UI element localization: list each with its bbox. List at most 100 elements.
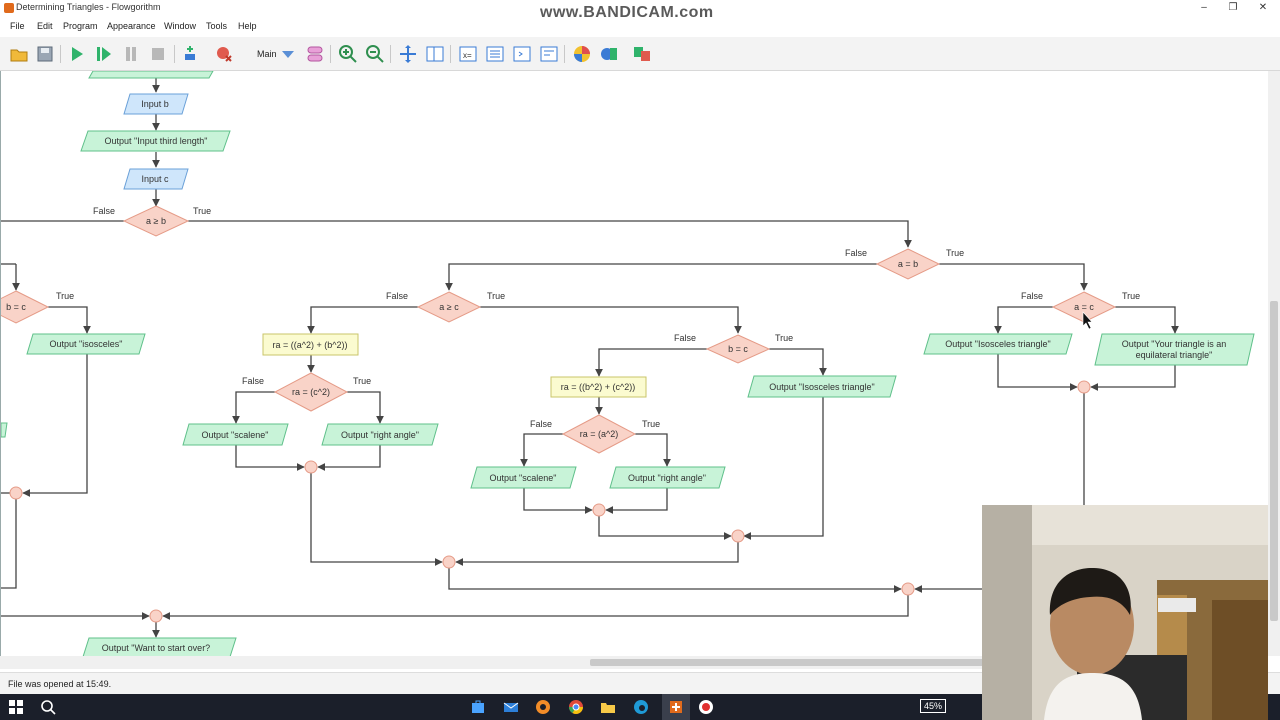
vertical-scroll-thumb[interactable] — [1270, 301, 1278, 621]
open-folder-icon[interactable] — [9, 44, 29, 64]
false-label: False — [242, 376, 264, 386]
decision-a-eq-c-label: a = c — [1074, 302, 1094, 312]
add-function-icon[interactable] — [182, 44, 202, 64]
menu-tools[interactable]: Tools — [206, 21, 228, 31]
flowgorithm-taskbar-button[interactable] — [662, 694, 690, 720]
menu-edit[interactable]: Edit — [37, 21, 53, 31]
variable-watch-icon[interactable] — [305, 44, 325, 64]
output-block-partial[interactable] — [1, 422, 8, 438]
output-start-over[interactable]: Output "Want to start over? — [82, 637, 237, 656]
menu-help[interactable]: Help — [238, 21, 257, 31]
variables-window-icon[interactable]: x= — [458, 44, 478, 64]
output-isosceles-mid[interactable]: Output "Isosceles triangle" — [747, 375, 897, 398]
output-isosceles-left[interactable]: Output "isosceles" — [26, 333, 146, 355]
assign-ra-2-label: ra = ((b^2) + (c^2)) — [561, 382, 635, 392]
output-block-partial[interactable] — [88, 71, 214, 79]
false-label: False — [530, 419, 552, 429]
true-label: True — [946, 248, 964, 258]
output-isosceles-mid-label: Output "Isosceles triangle" — [769, 382, 874, 392]
horizontal-scrollbar[interactable] — [0, 656, 1268, 669]
output-right-2-label: Output "right angle" — [628, 473, 706, 483]
windows-start-icon[interactable] — [8, 699, 24, 715]
connector-node — [1077, 380, 1091, 394]
status-text: File was opened at 15:49. — [8, 679, 112, 689]
search-icon[interactable] — [40, 699, 56, 715]
save-icon[interactable] — [35, 44, 55, 64]
chart-window-icon[interactable] — [539, 44, 559, 64]
layout-icon[interactable] — [398, 44, 418, 64]
pause-icon[interactable] — [121, 44, 141, 64]
connector-node — [592, 503, 606, 517]
delete-function-icon[interactable] — [214, 44, 234, 64]
minimize-icon[interactable]: – — [1201, 2, 1207, 13]
decision-a-ge-c[interactable]: a ≥ c — [416, 291, 482, 323]
input-block-b[interactable]: Input b — [123, 93, 189, 115]
language-icon[interactable] — [632, 44, 652, 64]
true-label: True — [193, 206, 211, 216]
mail-icon[interactable] — [503, 699, 519, 715]
decision-b-eq-c-left[interactable]: b = c — [1, 290, 50, 324]
output-equilateral-line-1: Output "Your triangle is an — [1122, 339, 1226, 349]
color-scheme-icon[interactable] — [572, 44, 592, 64]
store-icon[interactable] — [470, 699, 486, 715]
edge-icon[interactable] — [633, 699, 649, 715]
output-equilateral[interactable]: Output "Your triangle is an equilateral … — [1094, 333, 1255, 366]
decision-a-ge-c-label: a ≥ c — [439, 302, 459, 312]
chevron-down-icon[interactable] — [278, 44, 298, 64]
output-isosceles-right[interactable]: Output "Isosceles triangle" — [923, 333, 1073, 355]
step-icon[interactable] — [94, 44, 114, 64]
vertical-scrollbar[interactable] — [1268, 71, 1280, 656]
webcam-overlay — [982, 505, 1268, 720]
false-label: False — [1021, 291, 1043, 301]
output-scalene-1[interactable]: Output "scalene" — [182, 423, 289, 446]
zoom-out-icon[interactable] — [365, 44, 385, 64]
decision-ra-a[interactable]: ra = (a^2) — [561, 414, 637, 454]
source-code-icon[interactable] — [485, 44, 505, 64]
connector-node — [442, 555, 456, 569]
split-view-icon[interactable] — [425, 44, 445, 64]
chrome-icon[interactable] — [568, 699, 584, 715]
false-label: False — [674, 333, 696, 343]
output-third-length[interactable]: Output "Input third length" — [80, 130, 231, 152]
close-icon[interactable]: ✕ — [1258, 2, 1268, 13]
menu-program[interactable]: Program — [63, 21, 98, 31]
decision-ra-c-label: ra = (c^2) — [292, 387, 330, 397]
output-scalene-2[interactable]: Output "scalene" — [470, 466, 577, 489]
decision-a-ge-b[interactable]: a ≥ b — [122, 205, 190, 237]
output-scalene-1-label: Output "scalene" — [202, 430, 269, 440]
record-icon[interactable] — [698, 699, 714, 715]
assign-ra-2[interactable]: ra = ((b^2) + (c^2)) — [550, 376, 647, 398]
output-right-angle-2[interactable]: Output "right angle" — [609, 466, 726, 489]
output-isosceles-right-label: Output "Isosceles triangle" — [945, 339, 1050, 349]
function-selector[interactable]: Main — [257, 49, 277, 59]
horizontal-scroll-thumb[interactable] — [590, 659, 990, 666]
true-label: True — [1122, 291, 1140, 301]
toolbar-separator — [174, 45, 175, 63]
assign-ra-1[interactable]: ra = ((a^2) + (b^2)) — [262, 333, 359, 356]
file-explorer-icon[interactable] — [600, 699, 616, 715]
output-start-over-label: Output "Want to start over? — [102, 643, 210, 653]
input-block-c[interactable]: Input c — [123, 168, 189, 190]
output-isosceles-left-label: Output "isosceles" — [50, 339, 123, 349]
battery-indicator[interactable]: 45% — [920, 699, 946, 713]
zoom-in-icon[interactable] — [338, 44, 358, 64]
menu-appearance[interactable]: Appearance — [107, 21, 156, 31]
restore-icon[interactable]: ❐ — [1228, 2, 1238, 13]
run-icon[interactable] — [67, 44, 87, 64]
menu-window[interactable]: Window — [164, 21, 197, 31]
decision-ra-c[interactable]: ra = (c^2) — [273, 372, 349, 412]
visual-mode-icon[interactable] — [599, 44, 619, 64]
toolbar-separator — [564, 45, 565, 63]
connector-node — [304, 460, 318, 474]
decision-a-eq-b[interactable]: a = b — [875, 248, 941, 280]
output-right-angle-1[interactable]: Output "right angle" — [321, 423, 439, 446]
console-icon[interactable] — [512, 44, 532, 64]
stop-icon[interactable] — [148, 44, 168, 64]
connector-node — [731, 529, 745, 543]
false-label: False — [386, 291, 408, 301]
input-b-label: Input b — [141, 99, 169, 109]
music-icon[interactable] — [535, 699, 551, 715]
menu-file[interactable]: File — [10, 21, 25, 31]
flowgorithm-icon — [670, 701, 682, 713]
decision-b-eq-c[interactable]: b = c — [705, 334, 771, 364]
